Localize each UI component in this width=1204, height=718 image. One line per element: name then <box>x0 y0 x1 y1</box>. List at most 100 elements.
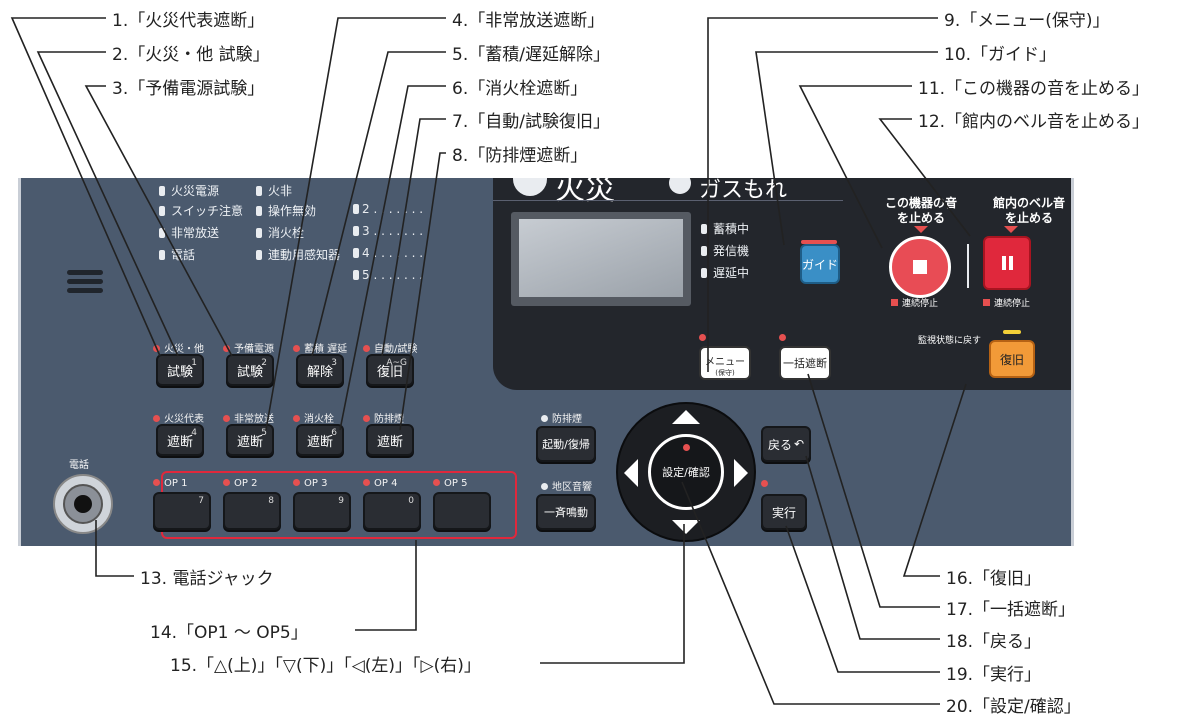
continuous-stop-label: 連続停止 <box>891 296 938 309</box>
run-button[interactable]: 実行 <box>761 494 807 530</box>
arrow-down-icon <box>914 226 928 233</box>
label-smoke-control: 防排煙 <box>363 410 404 425</box>
phone-jack[interactable] <box>53 474 113 534</box>
callout-11: 11.「この機器の音を止める」 <box>918 79 1150 99</box>
bulk-cut-led <box>779 334 786 341</box>
monitor-label: 監視状態に戻す <box>917 336 981 346</box>
op-label: OP 3 <box>293 478 327 489</box>
callout-9: 9.「メニュー(保守)」 <box>944 11 1110 31</box>
speaker-slot <box>67 270 103 275</box>
op-label: OP 2 <box>223 478 257 489</box>
leader-12 <box>878 118 971 237</box>
op4-button[interactable]: 0 <box>363 492 421 530</box>
leader-16 <box>902 383 967 577</box>
display-title-gas: ガスもれ <box>699 178 788 203</box>
callout-5: 5.「蓄積/遅延解除」 <box>452 45 610 65</box>
leader-7 <box>381 118 446 357</box>
zone-indicator: 5 . . . . . . . <box>353 268 423 282</box>
down-arrow-button[interactable] <box>672 520 700 534</box>
indicator-emergency-broadcast: 非常放送 <box>159 224 219 241</box>
indicator-delay: 遅延中 <box>701 264 749 281</box>
stop-bell-label: 館内のベル音を止める <box>992 196 1065 225</box>
leader-9 <box>707 17 938 372</box>
back-button[interactable]: 戻る↶ <box>761 426 811 462</box>
bulk-cut-button[interactable]: 一括遮断 <box>779 346 831 380</box>
op3-button[interactable]: 9 <box>293 492 351 530</box>
leader-4 <box>265 17 446 431</box>
leader-19 <box>785 525 940 673</box>
pause-icon <box>1001 256 1006 270</box>
control-panel: 火災 ガスもれ 蓄積中 発信機 遅延中 ガイド この機器の音を止める 館内のベル… <box>18 178 1074 546</box>
smoke-start-reset-button[interactable]: 起動/復帰 <box>536 426 596 462</box>
label-emergency-broadcast: 非常放送 <box>223 410 274 425</box>
callout-8: 8.「防排煙遮断」 <box>452 146 588 166</box>
callout-14: 14.「OP1 ～ OP5」 <box>150 623 308 643</box>
divider <box>493 200 843 201</box>
label-zone-sound: 地区音響 <box>541 478 592 493</box>
indicator-top-cut: 火災電源 <box>159 182 219 199</box>
indicator-top-cut: 火非 <box>256 182 292 199</box>
callout-4: 4.「非常放送遮断」 <box>452 11 605 31</box>
op1-button[interactable]: 7 <box>153 492 211 530</box>
leader-17 <box>807 373 940 608</box>
guide-button[interactable]: ガイド <box>800 244 840 284</box>
indicator-accumulating: 蓄積中 <box>701 220 749 237</box>
zone-sound-button[interactable]: 一斉鳴動 <box>536 494 596 530</box>
callout-18: 18.「戻る」 <box>946 632 1042 652</box>
leader-11 <box>798 85 912 249</box>
zone-indicator: 3 . . . . . . . <box>353 224 423 238</box>
callout-3: 3.「予備電源試験」 <box>112 79 265 99</box>
leader-18 <box>805 455 940 640</box>
gas-indicator-lamp <box>669 178 691 194</box>
indicator-switch-caution: スイッチ注意 <box>159 202 243 219</box>
stop-device-sound-button[interactable] <box>889 236 951 298</box>
undo-icon: ↶ <box>793 437 805 451</box>
op-label: OP 5 <box>433 478 467 489</box>
leader-13 <box>95 520 134 577</box>
smoke-control-cut-button[interactable]: 遮断 <box>366 424 414 456</box>
arrow-down-icon <box>1004 226 1018 233</box>
indicator-linked-detector: 連動用感知器 <box>256 246 340 263</box>
phone-label: 電話 <box>69 460 89 471</box>
indicator-phone: 電話 <box>159 246 195 263</box>
reset-button[interactable]: 復旧 <box>989 340 1035 378</box>
callout-6: 6.「消火栓遮断」 <box>452 79 588 99</box>
fire-indicator-lamp <box>513 178 547 196</box>
op2-button[interactable]: 8 <box>223 492 281 530</box>
callout-17: 17.「一括遮断」 <box>946 600 1076 620</box>
callout-1: 1.「火災代表遮断」 <box>112 11 265 31</box>
stop-icon <box>913 260 927 274</box>
leader-14 <box>355 540 417 631</box>
leader-8 <box>399 152 446 431</box>
op5-button[interactable] <box>433 492 491 530</box>
divider <box>967 244 969 288</box>
left-arrow-button[interactable] <box>624 459 638 487</box>
leader-3 <box>84 85 233 357</box>
callout-13: 13. 電話ジャック <box>140 569 274 589</box>
op-label: OP 4 <box>363 478 397 489</box>
label-accumulate-delay: 蓄積 遅延 <box>293 340 347 355</box>
callout-15: 15.「△(上)」「▽(下)」「◁(左)」「▷(右)」 <box>170 656 481 676</box>
right-arrow-button[interactable] <box>734 459 748 487</box>
callout-19: 19.「実行」 <box>946 665 1042 685</box>
menu-led <box>699 334 706 341</box>
speaker-slot <box>67 288 103 293</box>
display-area: 火災 ガスもれ 蓄積中 発信機 遅延中 ガイド この機器の音を止める 館内のベル… <box>493 178 1071 390</box>
stop-bell-sound-button[interactable] <box>983 236 1031 290</box>
label-backup-power: 予備電源 <box>223 340 274 355</box>
callout-7: 7.「自動/試験復旧」 <box>452 112 610 132</box>
label-smoke: 防排煙 <box>541 410 582 425</box>
lcd-frame <box>511 212 691 306</box>
leader-5 <box>311 51 446 357</box>
indicator-hydrant: 消火栓 <box>256 224 304 241</box>
leader-1 <box>10 17 161 357</box>
up-arrow-button[interactable] <box>672 410 700 424</box>
